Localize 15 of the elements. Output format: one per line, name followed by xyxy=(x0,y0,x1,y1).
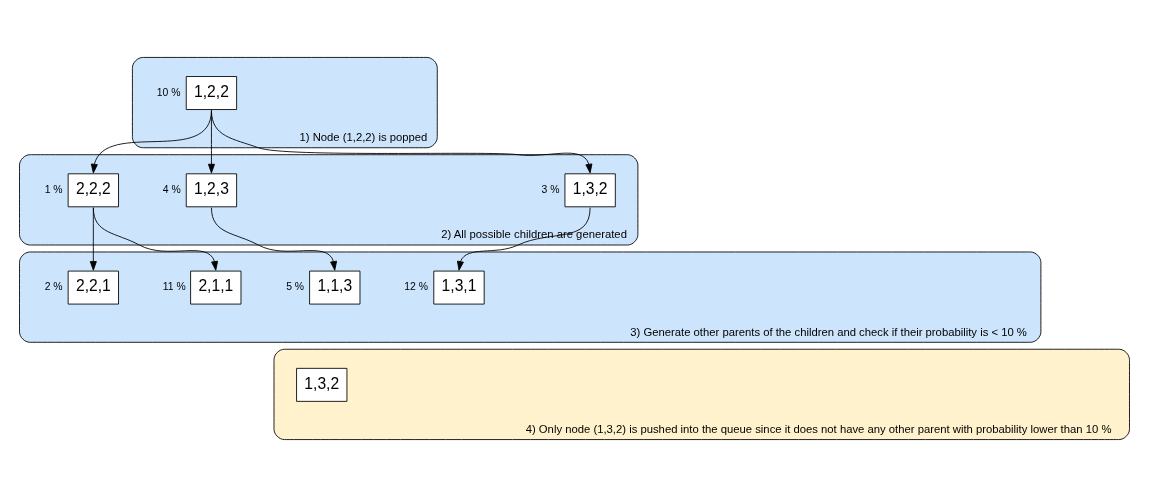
arrow xyxy=(211,109,593,174)
node-label: 10 % xyxy=(156,86,181,98)
node-label: 11 % xyxy=(162,281,186,293)
arrow xyxy=(211,207,337,271)
node-label: 2 % xyxy=(44,281,63,293)
arrow xyxy=(457,207,591,271)
node-label: 12 % xyxy=(404,281,428,293)
node-label: 1 % xyxy=(44,184,63,195)
arrow xyxy=(89,207,97,271)
node-label: 3 % xyxy=(541,184,560,195)
node-label: 4 % xyxy=(162,184,181,195)
arrow xyxy=(92,207,219,271)
node-label: 5 % xyxy=(286,281,305,293)
arrow xyxy=(207,109,215,174)
arrow xyxy=(90,109,212,174)
